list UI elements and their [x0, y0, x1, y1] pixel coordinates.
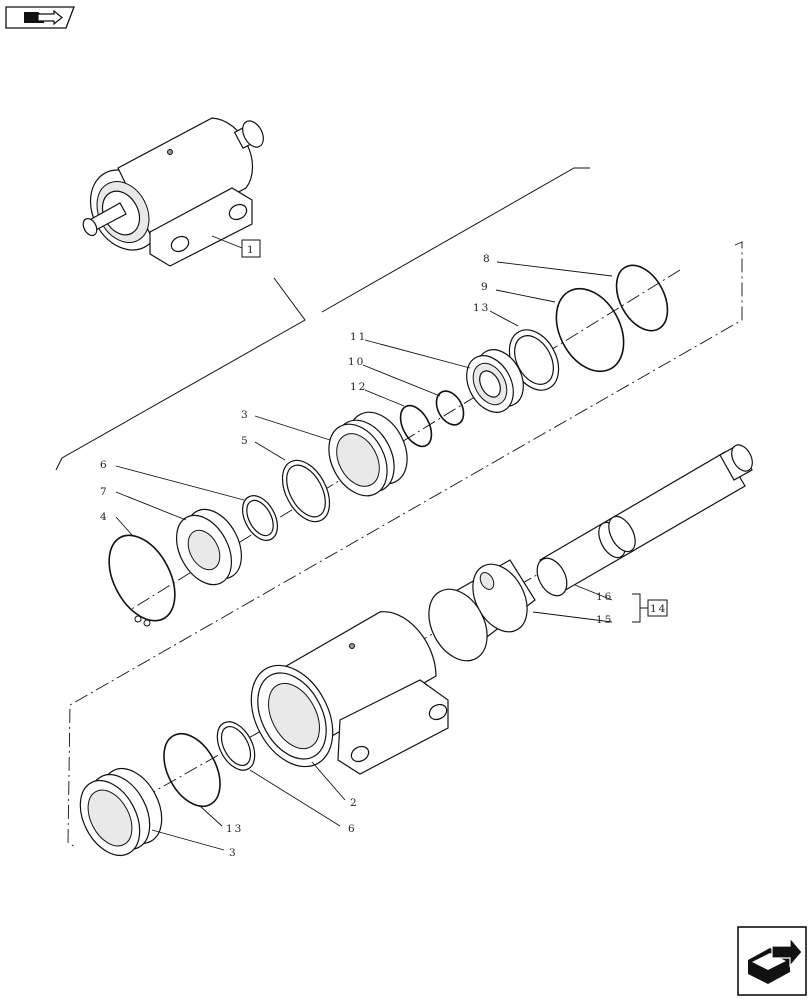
section-separator: [55, 167, 590, 471]
callout-15-label: 15: [596, 614, 613, 626]
callout-13b-label: 13: [226, 823, 243, 835]
group-boundary: [67, 241, 743, 849]
callout-12-label: 12: [350, 381, 367, 393]
callout-3b-label: 3: [229, 847, 238, 859]
part-3-nut-lower: 3: [79, 768, 238, 859]
part-7-wiper: 7: [100, 486, 243, 586]
callout-4-label: 4: [100, 511, 109, 523]
callout-16-label: 16: [596, 591, 613, 603]
callout-14-label: 14: [650, 603, 667, 615]
callout-11-label: 11: [350, 331, 367, 343]
part-6-seal-lower: 6: [216, 721, 357, 835]
part-6-seal-upper: 6: [100, 459, 278, 541]
next-page-arrow-icon[interactable]: [737, 926, 807, 996]
callout-8-label: 8: [483, 253, 492, 265]
callout-13a-label: 13: [473, 302, 490, 314]
part-16-rod: 16: [536, 444, 753, 603]
part-11-gland: 11: [350, 331, 524, 413]
part-12-backup-ring: 12: [350, 381, 433, 448]
callout-6a-label: 6: [100, 459, 109, 471]
part-10-oring: 10: [348, 356, 465, 426]
part-13-seal-lower: 13: [163, 732, 243, 835]
callout-9-label: 9: [481, 281, 490, 293]
callout-1-label: 1: [247, 244, 256, 256]
part-4-snap-ring: 4: [100, 511, 176, 627]
callout-6b-label: 6: [348, 823, 357, 835]
callout-10-label: 10: [348, 356, 365, 368]
part-9-ring: 9: [481, 281, 625, 373]
callout-2-label: 2: [350, 797, 359, 809]
part-8-ring: 8: [483, 253, 669, 332]
callout-7-label: 7: [100, 486, 109, 498]
callout-3a-label: 3: [241, 409, 250, 421]
folder-arrow-icon[interactable]: [5, 6, 75, 29]
assembled-cylinder: [82, 117, 264, 267]
callout-1: 1: [211, 235, 261, 258]
part-15-piston: 15: [428, 559, 613, 662]
part-3-nut-upper: 3: [241, 409, 408, 497]
part-5-ring: 5: [241, 435, 331, 523]
callout-14-bracket: 14: [632, 593, 668, 623]
part-2-barrel: 2: [250, 611, 449, 809]
callout-5-label: 5: [241, 435, 250, 447]
